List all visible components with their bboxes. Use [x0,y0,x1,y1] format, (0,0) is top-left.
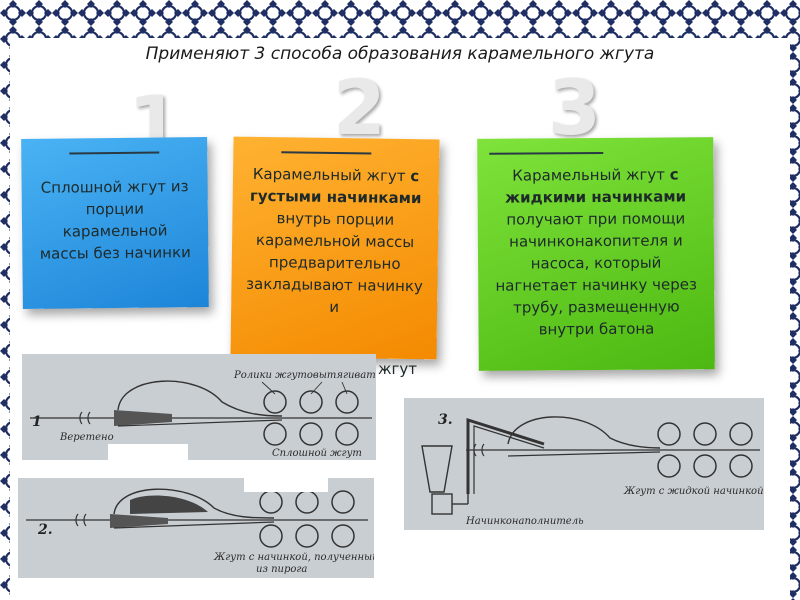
diagram-paste-filling: 2. Жгут с начинкой, полученный из пирога [18,478,374,578]
number-two: 2 [333,63,386,152]
note-text-post: внутрь порции карамельной массы предвари… [245,209,423,317]
label-spindle: Веретено [59,432,114,443]
white-patch [108,444,188,462]
label-solid-rope: Сплошной жгут [272,448,362,459]
diagram-number: 2. [37,522,53,538]
note-thick-filling: Карамельный жгут с густыми начинками вну… [230,136,440,360]
diagram-solid-rope: 1 Ролики жгутовытягивателя Веретено Спло… [22,354,376,460]
note-text: Сплошной жгут из порции карамельной масс… [39,177,191,263]
note-text-post: получают при помощи начинконакопителя и … [495,209,698,339]
label-from-pie: из пирога [256,564,307,575]
number-three: 3 [548,63,601,152]
label-rollers: Ролики жгутовытягивателя [233,370,376,381]
note-text-pre: Карамельный жгут [252,164,411,186]
diagram-number: 1 [32,414,42,430]
diagram-3-drawing: 3. Жгут с жидкой начинкой Начинконаполни… [421,412,764,527]
white-patch [244,474,328,492]
note-text-pre: Карамельный жгут [512,165,670,185]
note-divider [281,151,372,155]
note-liquid-filling: Карамельный жгут с жидкими начинками пол… [477,137,715,371]
note-solid-rope: Сплошной жгут из порции карамельной масс… [21,137,209,309]
diagram-1-drawing: 1 Ролики жгутовытягивателя Веретено Спло… [30,370,376,459]
note-divider [489,151,604,155]
diagram-liquid-filling: 3. Жгут с жидкой начинкой Начинконаполни… [404,398,764,530]
slide-title: Применяют 3 способа образования карамель… [145,44,655,64]
label-filler: Начинконаполнитель [465,516,584,527]
label-rope-with-filling: Жгут с начинкой, полученный [213,552,374,563]
note-divider [69,151,160,155]
diagram-2-drawing: 2. Жгут с начинкой, полученный из пирога [26,488,374,575]
note-text-tail: жгут [378,360,418,378]
diagram-number: 3. [438,412,453,428]
label-liquid-rope: Жгут с жидкой начинкой [623,486,764,497]
